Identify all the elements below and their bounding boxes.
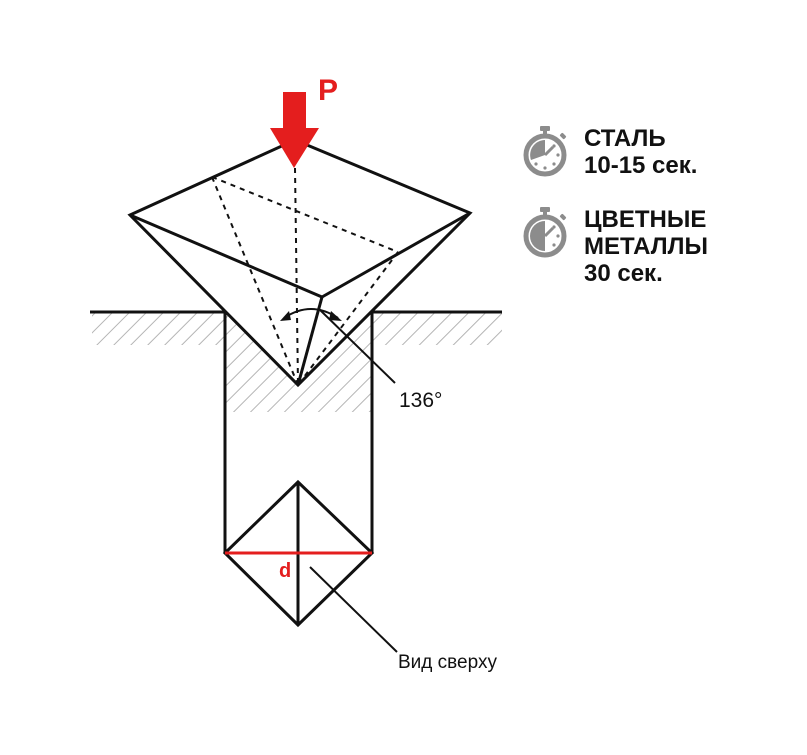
force-label: P bbox=[318, 74, 338, 107]
top-view-leader-line bbox=[309, 566, 398, 653]
hidden-edges bbox=[211, 167, 399, 386]
legend-steel: СТАЛЬ 10-15 сек. bbox=[520, 125, 790, 179]
stopwatch-icon bbox=[523, 207, 567, 258]
legend-nonferrous-title-2: МЕТАЛЛЫ bbox=[584, 233, 708, 260]
legend-nonferrous-time: 30 сек. bbox=[584, 260, 663, 287]
material-hatching bbox=[92, 312, 502, 412]
angle-arc bbox=[280, 308, 342, 321]
force-arrow-icon bbox=[270, 92, 319, 168]
legend-nonferrous: ЦВЕТНЫЕ МЕТАЛЛЫ 30 сек. bbox=[520, 206, 790, 287]
top-view-label: Вид сверху bbox=[398, 652, 497, 673]
angle-label: 136° bbox=[399, 389, 442, 412]
legend-steel-title: СТАЛЬ bbox=[584, 125, 666, 152]
legend-steel-time: 10-15 сек. bbox=[584, 152, 698, 179]
legend-nonferrous-title-1: ЦВЕТНЫЕ bbox=[584, 206, 707, 233]
indenter-pyramid bbox=[127, 138, 473, 388]
stopwatch-icon bbox=[523, 126, 567, 177]
angle-leader-line bbox=[317, 307, 396, 384]
diagonal-label: d bbox=[279, 560, 291, 582]
projection-lines bbox=[223, 312, 374, 553]
